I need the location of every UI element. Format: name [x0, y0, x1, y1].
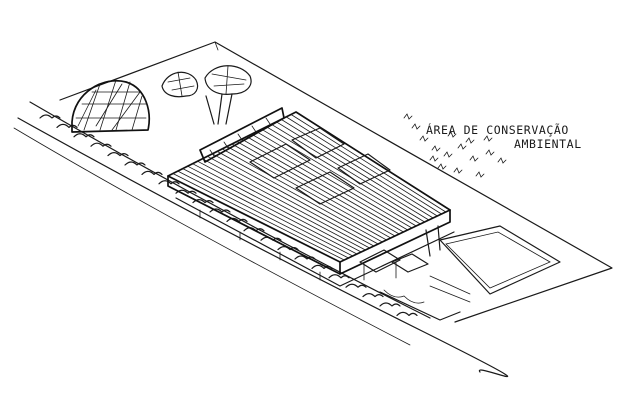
dome-strut	[77, 89, 97, 127]
roof-slat	[187, 165, 358, 255]
dome-strut	[83, 83, 101, 131]
roof-slat	[266, 126, 425, 223]
roof-slat	[211, 153, 379, 245]
annotation-line-1: ÁREA DE CONSERVAÇÃO	[426, 122, 569, 137]
annotation-line-2: AMBIENTAL	[514, 137, 582, 151]
roof-slat	[226, 146, 392, 239]
road-edge	[13, 101, 509, 378]
roof-slat	[236, 141, 400, 235]
geodesic-dome	[71, 79, 150, 133]
plaza	[429, 225, 561, 303]
dome-strut	[115, 81, 131, 131]
main-building	[167, 107, 451, 281]
dome-strut	[111, 91, 141, 131]
roof-slat	[182, 168, 354, 257]
roof-slat	[197, 160, 366, 251]
roof-slat	[216, 151, 383, 243]
trees	[161, 65, 252, 125]
roof-slat	[246, 136, 409, 231]
roof-slat	[290, 114, 447, 213]
roof-slat	[280, 119, 438, 217]
conservation-area-vegetation	[403, 113, 507, 178]
dome-strut	[131, 95, 143, 131]
roof-slat	[221, 148, 387, 241]
roof-slat	[275, 121, 434, 219]
roof-slat	[172, 173, 345, 261]
roof-slat	[231, 143, 396, 237]
roof-slat	[192, 163, 362, 253]
front-planters	[175, 197, 461, 321]
annotation: ÁREA DE CONSERVAÇÃO AMBIENTAL	[426, 122, 582, 151]
site-boundary	[59, 41, 613, 323]
roof-slat	[251, 133, 413, 229]
roof-slat	[256, 131, 417, 227]
roof-slat	[271, 123, 430, 221]
roof-slat	[202, 158, 370, 249]
roof-slat	[285, 116, 442, 215]
dome-strut	[95, 83, 123, 127]
roof-slat	[241, 138, 404, 233]
roof-slat	[177, 170, 349, 259]
roof-slat	[207, 155, 375, 247]
dome-strut	[99, 79, 117, 131]
